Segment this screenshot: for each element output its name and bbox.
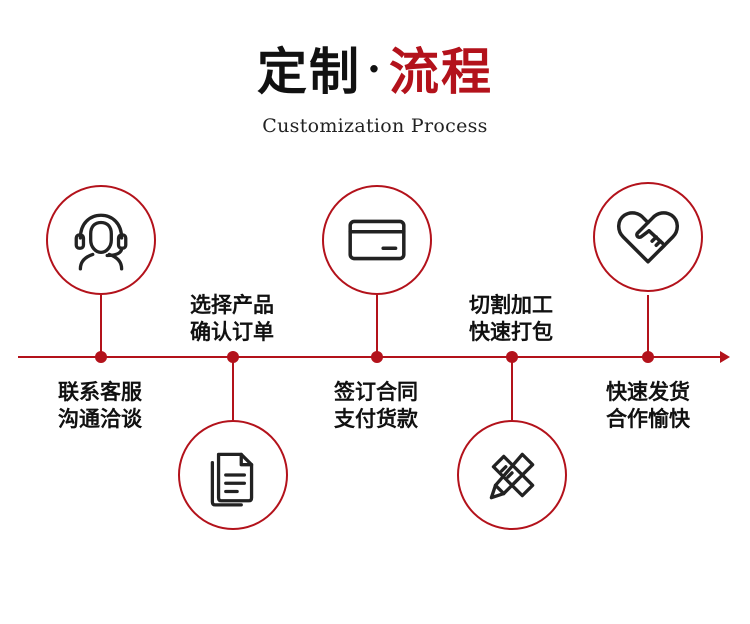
step-2-line1: 选择产品	[190, 293, 274, 317]
pencil-ruler-icon	[489, 452, 535, 500]
step-5-label: 快速发货 合作愉快	[578, 379, 718, 433]
step-5-circle	[593, 182, 703, 292]
step-5-line1: 快速发货	[606, 380, 690, 404]
credit-card-icon	[348, 219, 406, 261]
timeline-node-3	[371, 351, 383, 363]
step-3-circle	[322, 185, 432, 295]
step-2-circle	[178, 420, 288, 530]
step-4-line1: 切割加工	[469, 293, 553, 317]
headset-icon	[74, 213, 128, 271]
step-1-line1: 联系客服	[58, 380, 142, 404]
step-1-line2: 沟通洽谈	[58, 407, 142, 431]
title-dot: ·	[367, 46, 383, 93]
page-title: 定制·流程	[0, 42, 750, 106]
step-3-line2: 支付货款	[334, 407, 418, 431]
step-4-circle	[457, 420, 567, 530]
step-3-line1: 签订合同	[334, 380, 418, 404]
step-4-line2: 快速打包	[469, 320, 553, 344]
connector-step-2	[232, 357, 234, 420]
documents-icon	[210, 452, 254, 507]
step-1-label: 联系客服 沟通洽谈	[30, 379, 170, 433]
step-4-label: 切割加工 快速打包	[441, 292, 581, 346]
timeline-node-1	[95, 351, 107, 363]
connector-step-3	[376, 295, 378, 356]
step-2-line2: 确认订单	[190, 320, 274, 344]
step-3-label: 签订合同 支付货款	[306, 379, 446, 433]
step-1-circle	[46, 185, 156, 295]
page-subtitle: Customization Process	[262, 115, 488, 137]
connector-step-5	[647, 295, 649, 356]
step-2-label: 选择产品 确认订单	[162, 292, 302, 346]
title-main: 定制	[257, 42, 362, 101]
timeline-node-4	[506, 351, 518, 363]
timeline-node-2	[227, 351, 239, 363]
connector-step-1	[100, 295, 102, 356]
connector-step-4	[511, 357, 513, 420]
timeline-node-5	[642, 351, 654, 363]
step-5-line2: 合作愉快	[606, 407, 690, 431]
timeline-arrow-icon	[720, 351, 730, 363]
title-accent: 流程	[388, 42, 493, 101]
handshake-heart-icon	[616, 211, 680, 264]
